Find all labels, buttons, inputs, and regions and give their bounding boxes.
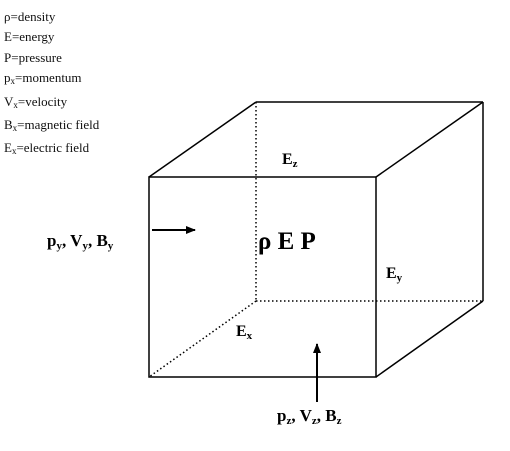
edge-top-right [375, 101, 484, 178]
legend: ρ=density E=energy P=pressure px=momentu… [4, 7, 99, 162]
label-ez: Ez [282, 151, 298, 170]
edge-top-left [148, 101, 257, 178]
hidden-edge-depth [148, 300, 257, 378]
center-label: ρ E P [258, 228, 316, 255]
edge-bottom-right [375, 300, 484, 378]
legend-magnetic-field: Bx=magnetic field [4, 117, 100, 134]
legend-velocity: Vx=velocity [4, 93, 68, 110]
visible-edges [148, 101, 484, 378]
legend-energy: E=energy [4, 29, 55, 45]
label-ex: Ex [236, 323, 253, 342]
label-ey: Ey [386, 265, 403, 284]
front-face [148, 176, 377, 378]
hidden-edges [148, 102, 483, 378]
label-z-flux: pz, Vz, Bz [277, 406, 342, 427]
label-y-flux: py, Vy, By [47, 231, 114, 252]
legend-momentum: px=momentum [4, 70, 82, 87]
legend-density: ρ=density [4, 9, 56, 24]
legend-pressure: P=pressure [4, 49, 62, 65]
legend-electric-field: Ex=electric field [4, 140, 90, 157]
